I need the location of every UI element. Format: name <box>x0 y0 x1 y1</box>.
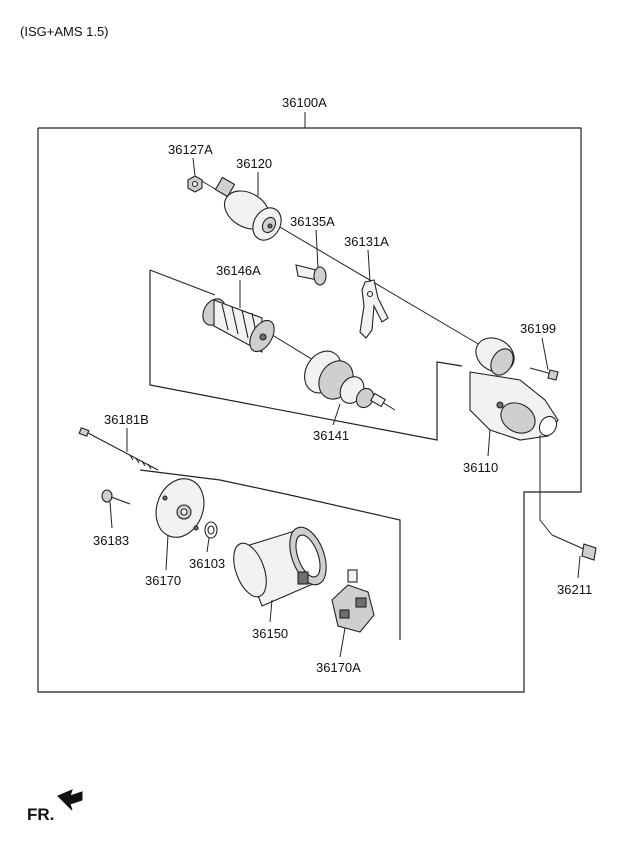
plunger-36135A <box>295 264 327 286</box>
rear-bracket-36170 <box>155 478 205 538</box>
part-label-36131A: 36131A <box>344 234 389 249</box>
screw-36183 <box>101 489 131 505</box>
leader-36170A <box>339 627 346 658</box>
part-label-36211: 36211 <box>557 582 592 597</box>
part-label-36120: 36120 <box>236 156 272 171</box>
mounting-bolt-36211 <box>551 534 597 561</box>
leader-36131A <box>367 249 371 283</box>
leader-36170 <box>165 534 169 571</box>
part-label-36199: 36199 <box>520 321 556 336</box>
part-label-36146A: 36146A <box>216 263 261 278</box>
leader-36110 <box>487 429 491 457</box>
assembly-frame <box>37 127 582 693</box>
nut-36127A <box>187 175 203 193</box>
part-label-36183: 36183 <box>93 533 129 548</box>
shift-lever-36131A <box>359 279 389 339</box>
leader-36211-housing <box>539 435 553 536</box>
leader-36199 <box>541 337 549 371</box>
variant-label: (ISG+AMS 1.5) <box>20 24 109 39</box>
pinion-clutch-36141 <box>304 350 386 409</box>
part-label-36103: 36103 <box>189 556 225 571</box>
part-label-36150: 36150 <box>252 626 288 641</box>
leader-36183 <box>109 501 113 529</box>
armature-frame-diagonal <box>149 269 216 296</box>
front-orientation-label: FR. <box>27 805 54 824</box>
through-bolt-36181B <box>78 427 159 471</box>
drive-housing-36110 <box>469 337 559 441</box>
screw-36199 <box>529 367 559 381</box>
part-label-36135A: 36135A <box>290 214 335 229</box>
leader-36141 <box>332 403 341 426</box>
front-arrow-icon <box>57 789 83 811</box>
leader-36127A <box>192 157 196 177</box>
part-label-36170: 36170 <box>145 573 181 588</box>
assembly-number: 36100A <box>282 95 327 110</box>
brush-holder-36170A <box>331 569 375 633</box>
leader-36103 <box>206 537 210 553</box>
part-label-36170A: 36170A <box>316 660 361 675</box>
part-label-36110: 36110 <box>463 460 498 475</box>
part-label-36181B: 36181B <box>104 412 149 427</box>
part-label-36127A: 36127A <box>168 142 213 157</box>
leader-36150 <box>269 599 273 623</box>
armature-group-frame <box>149 270 463 441</box>
leader-36135A <box>315 229 319 269</box>
washer-36103 <box>204 521 218 539</box>
yoke-group-frame <box>139 469 401 640</box>
yoke-36150 <box>233 526 327 607</box>
solenoid-36120 <box>214 176 282 241</box>
leader-36211 <box>577 555 581 579</box>
part-label-36141: 36141 <box>313 428 349 443</box>
armature-36146A <box>202 298 275 353</box>
